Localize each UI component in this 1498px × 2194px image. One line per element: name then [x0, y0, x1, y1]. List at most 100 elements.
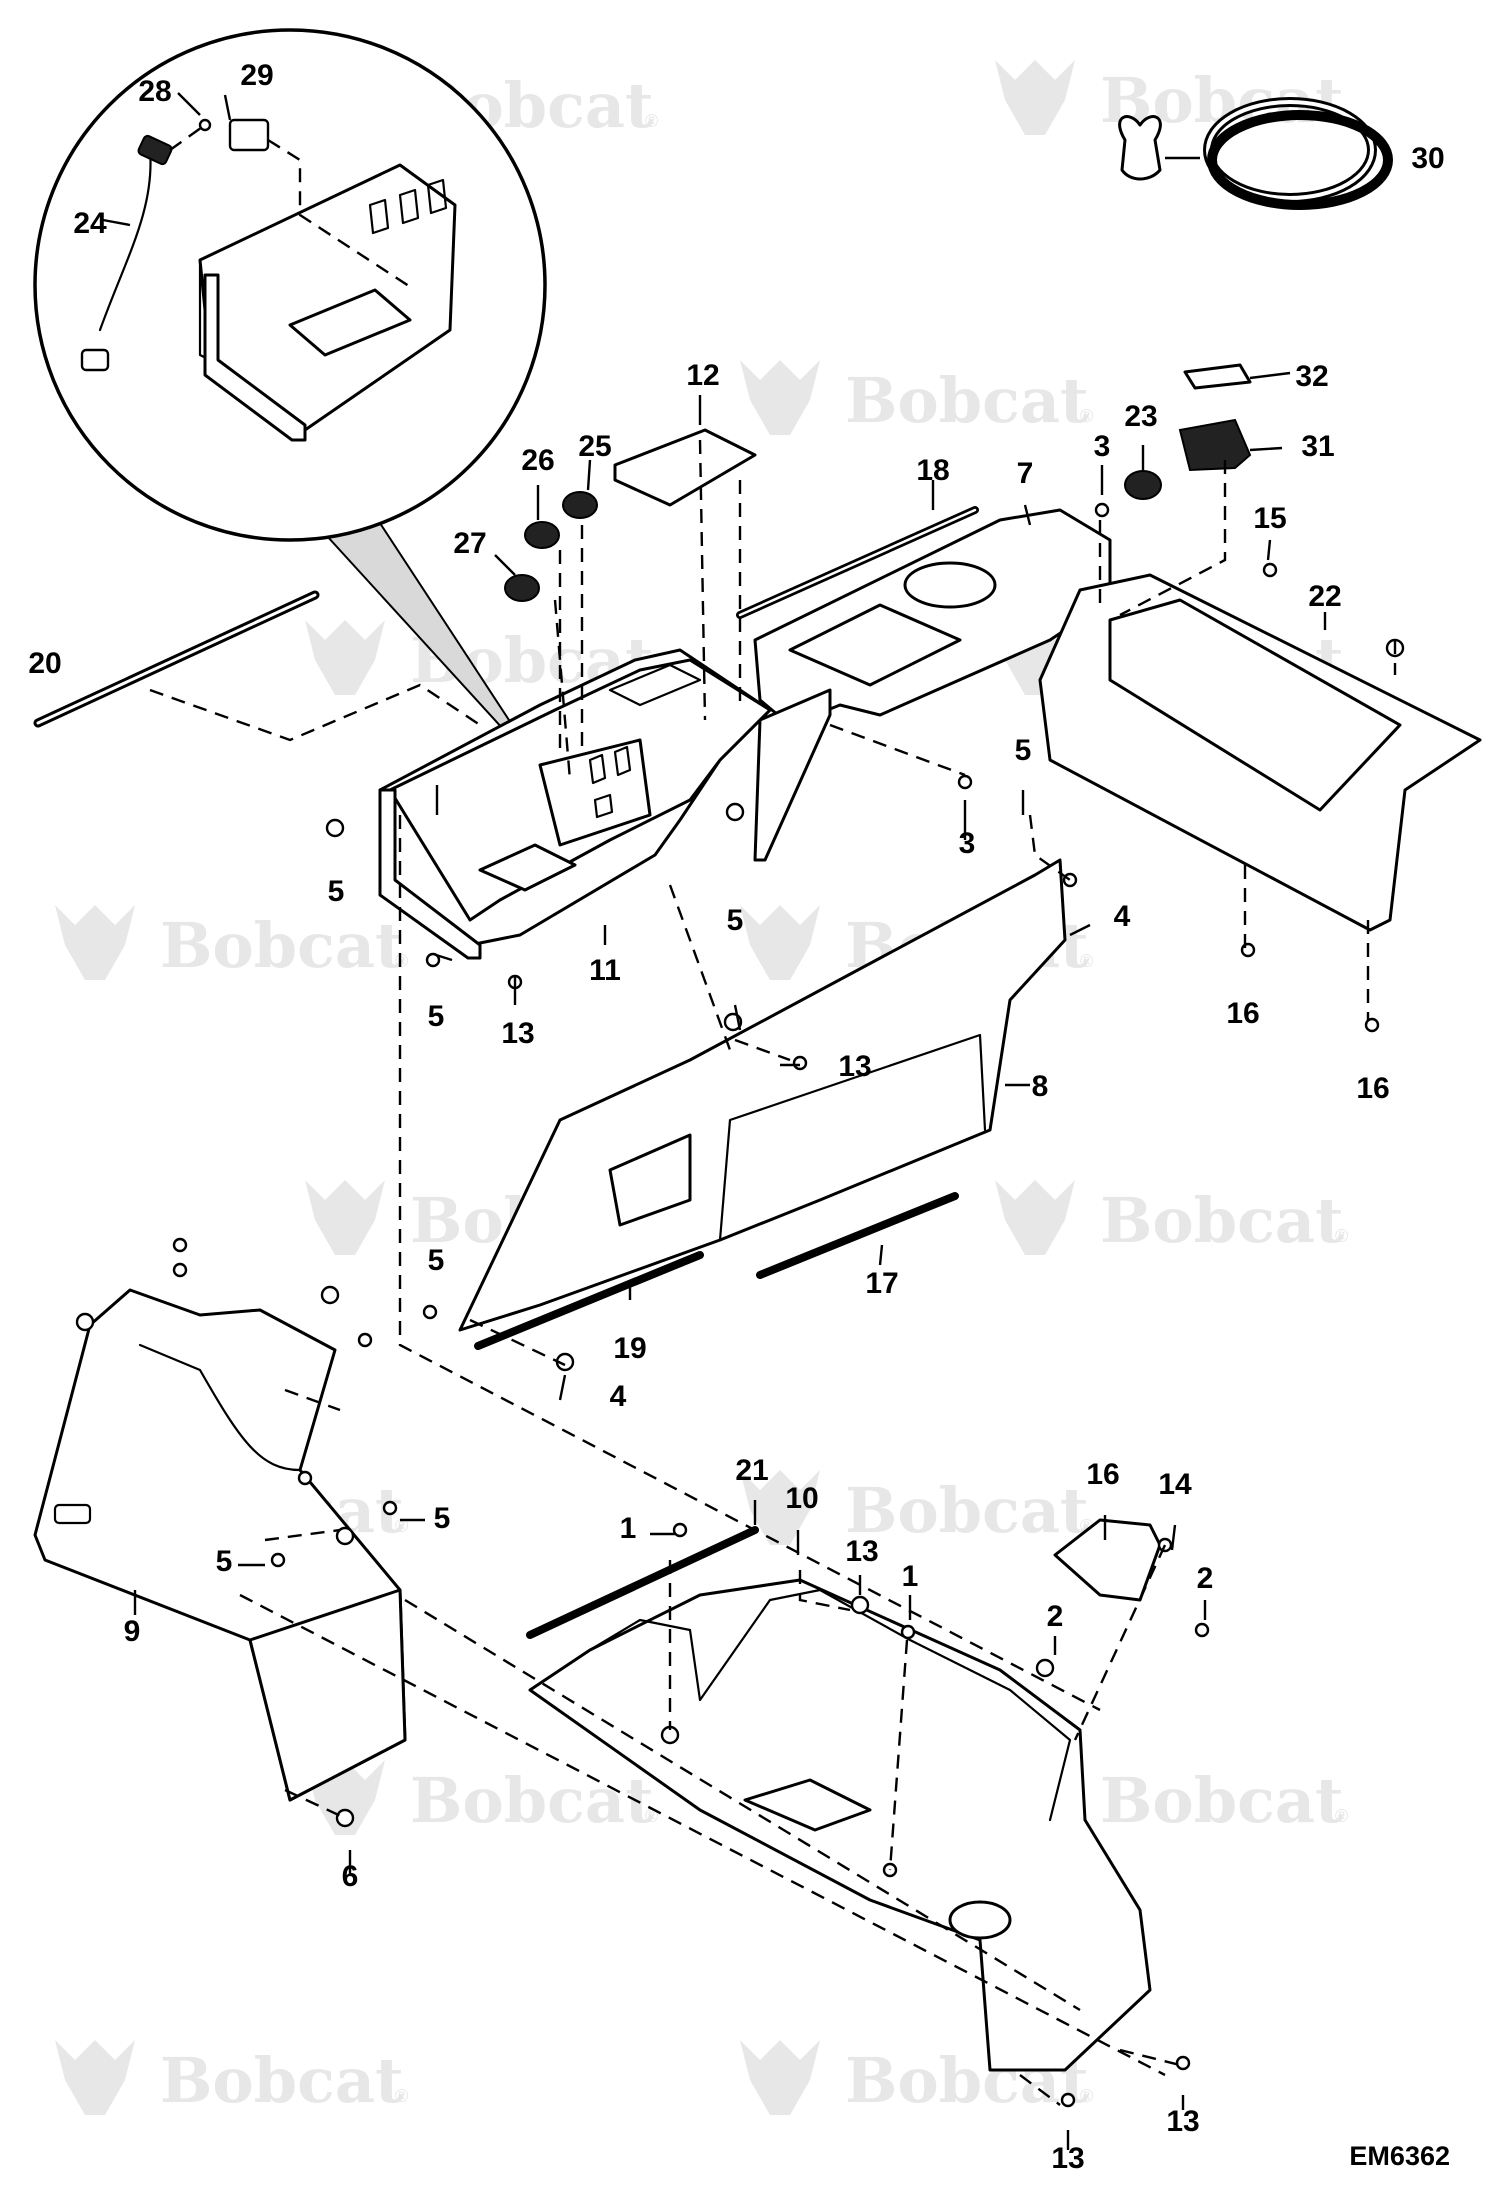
- panel-9-opening: [138, 1343, 302, 1472]
- bobcat-logo-icon: [55, 2040, 135, 2115]
- fastener-layer: [75, 502, 1405, 2108]
- console-7-tray: [788, 603, 962, 687]
- dash-panel9-5: [264, 1528, 341, 1542]
- callout-c13e: 13: [1166, 2105, 1199, 2138]
- bobcat-logo-icon: [305, 1180, 385, 1255]
- callout-c7: 7: [1017, 457, 1034, 490]
- fastener-icon: [1364, 1017, 1380, 1033]
- clip-28: [198, 118, 212, 132]
- dash-panel9-upper: [404, 1598, 1081, 2012]
- fastener-icon: [325, 818, 345, 838]
- fastener-icon: [850, 1595, 870, 1615]
- callout-c26: 26: [521, 444, 554, 477]
- panel-22-recess: [1108, 598, 1402, 812]
- fastener-icon: [335, 1808, 355, 1828]
- leaders-panel9: [133, 1518, 425, 1875]
- dash-panel-12: [698, 439, 707, 721]
- knobs: [504, 491, 598, 602]
- callout-c16c: 16: [1086, 1458, 1119, 1491]
- bobcat-logo-icon: [55, 905, 135, 980]
- wire-harness-24: [98, 148, 152, 332]
- dash-13-mid: [734, 1038, 791, 1062]
- watermark-registered: ®: [1335, 1806, 1348, 1826]
- bobcat-logo-icon: [305, 620, 385, 695]
- bobcat-logo-icon: [740, 2040, 820, 2115]
- watermark-text: Bobcat: [845, 1474, 1089, 1547]
- dash-panel9-to-panel10: [239, 1593, 1166, 2077]
- dash-cover16: [1073, 1544, 1167, 1741]
- bobcat-watermark: Bobcat®: [995, 1180, 1348, 1257]
- detail-assembly-lines: [169, 124, 416, 292]
- cover-32: [1183, 363, 1252, 390]
- panel-8-inner-lower: [718, 1033, 987, 1242]
- panel-8-cutout: [608, 1133, 692, 1227]
- callout-c9: 9: [124, 1615, 141, 1648]
- watermark-registered: ®: [1080, 951, 1093, 971]
- callout-c25: 25: [578, 430, 611, 463]
- fastener-icon: [1094, 502, 1110, 518]
- dash-console-to-panel8: [668, 884, 732, 1051]
- callout-c10: 10: [785, 1482, 818, 1515]
- assembly-lines: [149, 439, 1397, 2106]
- panel-10: [528, 1578, 1152, 2072]
- dash-13-lower: [798, 1570, 851, 1612]
- fastener-icon: [422, 1304, 438, 1320]
- callout-c11: 11: [589, 954, 621, 987]
- callout-c15: 15: [1253, 502, 1286, 535]
- watermark-text: Bobcat: [160, 2044, 404, 2117]
- dash-switch-31: [1119, 460, 1227, 617]
- panel-8-edge: [458, 1118, 562, 1332]
- drawing-code: EM6362: [1349, 2141, 1450, 2171]
- watermark-text: Bobcat: [845, 364, 1089, 437]
- fastener-icon: [900, 1624, 916, 1640]
- bobcat-watermark: Bobcat®: [740, 360, 1093, 437]
- console-11-switch-holes: [588, 745, 632, 819]
- fastener-icon: [382, 1500, 398, 1516]
- panel-9-side: [248, 1588, 407, 1802]
- dash-panel8-fastener: [1028, 814, 1071, 881]
- callout-c5e: 5: [428, 1244, 445, 1277]
- callout-c1b: 1: [902, 1560, 919, 1593]
- callout-c4b: 4: [610, 1380, 627, 1413]
- panel-10-contour: [588, 1588, 1072, 1822]
- watermark-text: Bobcat: [410, 1764, 654, 1837]
- fastener-icon: [425, 952, 441, 968]
- fastener-icon: [957, 774, 973, 790]
- fastener-icon: [320, 1285, 340, 1305]
- fastener-icon: [1194, 1622, 1210, 1638]
- leader-lines: [102, 92, 1327, 2150]
- seal-ring-inner: [1206, 100, 1374, 200]
- panel-8: [458, 858, 1067, 1332]
- callout-c24: 24: [73, 207, 107, 240]
- fastener-icon: [1035, 1658, 1055, 1678]
- callout-c13c: 13: [845, 1535, 878, 1568]
- callout-c16b: 16: [1356, 1072, 1389, 1105]
- fastener-icon: [270, 1552, 286, 1568]
- watermark-registered: ®: [395, 2086, 408, 2106]
- fastener-icon: [1262, 562, 1278, 578]
- dash-console7-fastener: [829, 723, 966, 777]
- fastener-icon: [172, 1262, 188, 1278]
- bobcat-logo-icon: [740, 905, 820, 980]
- knob-26: [524, 521, 560, 549]
- dash-clip-1b: [888, 1639, 909, 1871]
- watermark-registered: ®: [1080, 2086, 1093, 2106]
- seal-profile: [1118, 115, 1162, 181]
- dash-panel9-top: [284, 1388, 341, 1412]
- fastener-icon: [725, 802, 745, 822]
- bobcat-logo-icon: [305, 1760, 385, 1835]
- callout-c18: 18: [916, 454, 949, 487]
- harness-connector-bottom: [80, 348, 110, 372]
- fastener-icon: [172, 1237, 188, 1253]
- detail-magnifier: [33, 28, 547, 776]
- trim-strip-19: [474, 1251, 704, 1350]
- dash-4: [469, 1318, 566, 1367]
- detail-bracket: [203, 273, 307, 442]
- callout-c28: 28: [138, 75, 171, 108]
- leaders-console: [435, 785, 607, 1005]
- watermark-registered: ®: [1080, 406, 1093, 426]
- trim-strip-21: [526, 1526, 759, 1639]
- watermark-text: Bobcat: [1100, 1184, 1344, 1257]
- trim-strip-20-highlight: [36, 593, 317, 725]
